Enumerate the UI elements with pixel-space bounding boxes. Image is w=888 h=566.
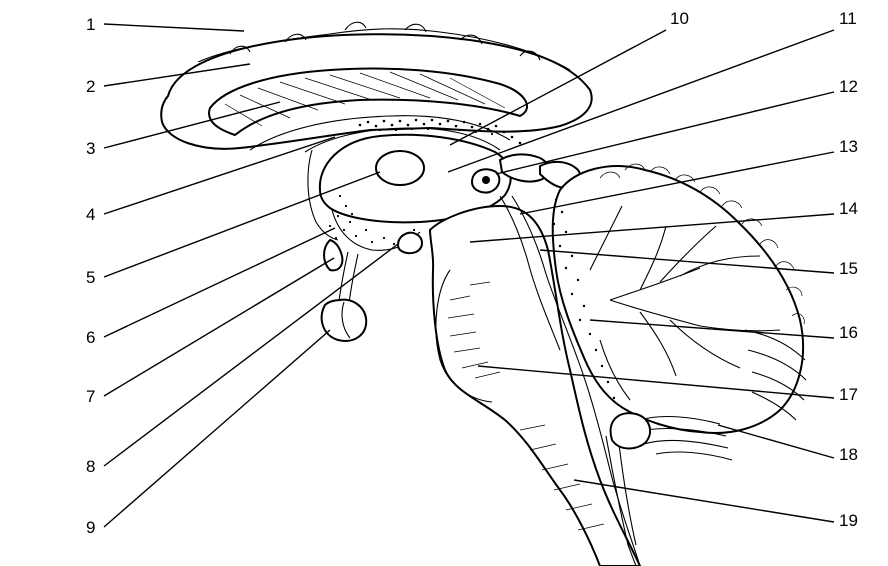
tonsil xyxy=(611,413,650,448)
label-5: 5 xyxy=(86,268,95,287)
label-16: 16 xyxy=(839,323,858,342)
left-labels: 1 2 3 4 5 6 7 8 9 xyxy=(86,15,95,537)
label-13: 13 xyxy=(839,137,858,156)
label-17: 17 xyxy=(839,385,858,404)
leader-6 xyxy=(104,228,335,337)
label-18: 18 xyxy=(839,445,858,464)
label-6: 6 xyxy=(86,328,95,347)
label-3: 3 xyxy=(86,139,95,158)
interthalamic-adhesion xyxy=(376,151,424,185)
leader-9 xyxy=(104,330,330,527)
label-9: 9 xyxy=(86,518,95,537)
leader-7 xyxy=(104,258,334,396)
label-12: 12 xyxy=(839,77,858,96)
pineal-dot xyxy=(482,176,490,184)
optic-chiasm xyxy=(324,240,342,270)
label-14: 14 xyxy=(839,199,858,218)
label-15: 15 xyxy=(839,259,858,278)
leader-1 xyxy=(104,24,244,31)
pituitary-gland xyxy=(322,300,367,341)
label-19: 19 xyxy=(839,511,858,530)
label-2: 2 xyxy=(86,77,95,96)
label-10: 10 xyxy=(670,9,689,28)
label-11: 11 xyxy=(839,9,857,28)
leader-18 xyxy=(718,425,834,458)
cerebellum xyxy=(553,166,803,433)
label-4: 4 xyxy=(86,205,95,224)
leader-8 xyxy=(104,244,398,466)
label-8: 8 xyxy=(86,457,95,476)
label-7: 7 xyxy=(86,387,95,406)
brain-drawing xyxy=(161,22,806,566)
label-1: 1 xyxy=(86,15,95,34)
mammillary-body xyxy=(398,233,422,253)
